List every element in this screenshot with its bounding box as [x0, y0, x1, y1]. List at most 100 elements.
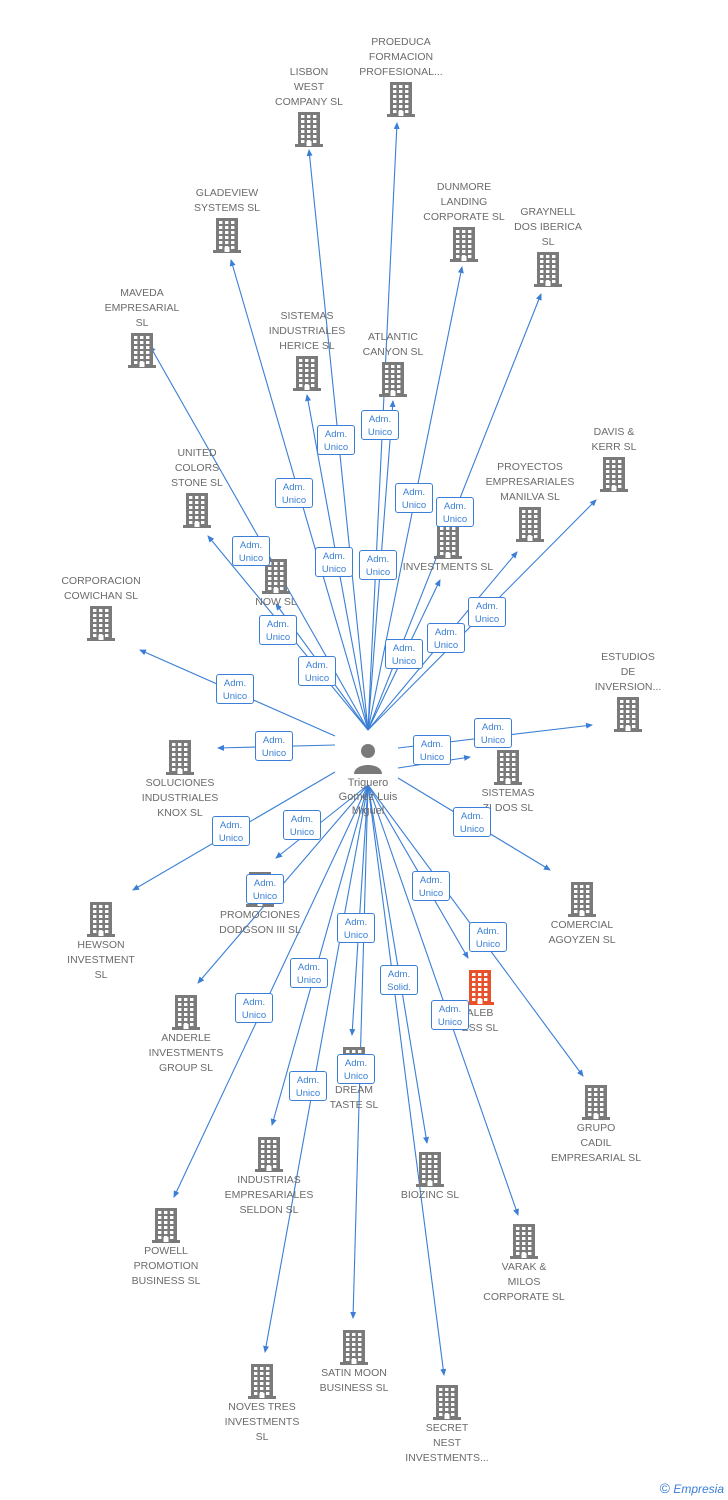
- building-icon: [450, 227, 478, 262]
- company-node-anderle[interactable]: ANDERLE INVESTMENTS GROUP SL: [131, 993, 241, 1076]
- company-node-soluciones[interactable]: SOLUCIONES INDUSTRIALES KNOX SL: [125, 738, 235, 821]
- role-badge[interactable]: Adm.Unico: [469, 922, 507, 952]
- company-node-sistemas-herice[interactable]: SISTEMAS INDUSTRIALES HERICE SL: [252, 309, 362, 392]
- company-node-varak[interactable]: VARAK & MILOS CORPORATE SL: [469, 1222, 579, 1305]
- role-badge[interactable]: Adm.Unico: [468, 597, 506, 627]
- company-label: BIOZINC SL: [400, 1189, 460, 1201]
- footer-brand[interactable]: © Empresia: [660, 1480, 724, 1496]
- building-icon: [433, 1385, 461, 1420]
- role-badge[interactable]: Adm.Unico: [246, 874, 284, 904]
- company-node-investments3[interactable]: INVESTMENTS SL: [393, 522, 503, 575]
- building-icon: [600, 457, 628, 492]
- company-node-hewson[interactable]: HEWSON INVESTMENT SL: [46, 900, 156, 983]
- company-label: VARAK & MILOS CORPORATE SL: [483, 1261, 565, 1303]
- role-badge[interactable]: Adm.Unico: [235, 993, 273, 1023]
- role-badge-line1: Adm.: [387, 969, 411, 980]
- company-node-estudios[interactable]: ESTUDIOS DE INVERSION...: [573, 650, 683, 733]
- role-badge-line2: Unico: [304, 673, 330, 684]
- company-node-dunmore[interactable]: DUNMORE LANDING CORPORATE SL: [409, 180, 519, 263]
- company-node-maveda[interactable]: MAVEDA EMPRESARIAL SL: [87, 286, 197, 369]
- role-badge[interactable]: Adm.Unico: [474, 718, 512, 748]
- company-label: CORPORACION COWICHAN SL: [61, 575, 141, 602]
- role-badge[interactable]: Adm.Unico: [289, 1071, 327, 1101]
- role-badge[interactable]: Adm.Unico: [317, 425, 355, 455]
- role-badge[interactable]: Adm.Unico: [436, 497, 474, 527]
- company-node-biozinc[interactable]: BIOZINC SL: [375, 1150, 485, 1203]
- company-node-comercial[interactable]: COMERCIAL AGOYZEN SL: [527, 880, 637, 948]
- role-badge-line1: Adm.: [242, 997, 266, 1008]
- building-icon: [87, 902, 115, 937]
- company-label: PROMOCIONES DODGSON III SL: [219, 909, 301, 936]
- building-icon: [340, 1330, 368, 1365]
- role-badge[interactable]: Adm.Unico: [413, 735, 451, 765]
- company-node-davis[interactable]: DAVIS & KERR SL: [559, 425, 669, 493]
- role-badge[interactable]: Adm.Unico: [431, 1000, 469, 1030]
- company-label: NOVES TRES INVESTMENTS SL: [224, 1401, 300, 1443]
- company-label: ESTUDIOS DE INVERSION...: [594, 651, 662, 693]
- role-badge[interactable]: Adm.Unico: [275, 478, 313, 508]
- role-badge-line1: Adm.: [419, 875, 443, 886]
- company-node-cowichan[interactable]: CORPORACION COWICHAN SL: [46, 574, 156, 642]
- company-label: GLADEVIEW SYSTEMS SL: [194, 187, 260, 214]
- building-icon: [295, 112, 323, 147]
- role-badge[interactable]: Adm.Unico: [427, 623, 465, 653]
- company-node-atlantic[interactable]: ATLANTIC CANYON SL: [338, 330, 448, 398]
- company-node-sistemas2[interactable]: SISTEMAS ZI DOS SL: [453, 748, 563, 816]
- role-badge[interactable]: Adm. Unico: [412, 871, 450, 901]
- company-node-powell[interactable]: POWELL PROMOTION BUSINESS SL: [111, 1206, 221, 1289]
- role-badge[interactable]: Adm.Unico: [283, 810, 321, 840]
- role-badge[interactable]: Adm.Unico: [361, 410, 399, 440]
- company-node-gladeview[interactable]: GLADEVIEW SYSTEMS SL: [172, 186, 282, 254]
- role-badge-line2: Unico: [261, 748, 287, 759]
- company-node-lisbon[interactable]: LISBON WEST COMPANY SL: [254, 65, 364, 148]
- role-badge[interactable]: Adm.Unico: [337, 1054, 375, 1084]
- company-node-industrias[interactable]: INDUSTRIAS EMPRESARIALES SELDON SL: [214, 1135, 324, 1218]
- building-icon: [248, 1364, 276, 1399]
- role-badge[interactable]: Adm.Unico: [216, 674, 254, 704]
- company-label: GRAYNELL DOS IBERICA SL: [514, 206, 582, 248]
- company-label: DAVIS & KERR SL: [591, 426, 637, 453]
- center-person[interactable]: Triguero Gomez Luis Miguel: [323, 740, 413, 818]
- edge-powell: [173, 784, 369, 1198]
- role-badge[interactable]: Adm.Solid.: [380, 965, 418, 995]
- role-badge-line1: Adm.: [344, 917, 368, 928]
- company-node-grupo[interactable]: GRUPO CADIL EMPRESARIAL SL: [541, 1083, 651, 1166]
- role-badge[interactable]: Adm.Unico: [337, 913, 375, 943]
- role-badge[interactable]: Adm.Unico: [395, 483, 433, 513]
- role-badge[interactable]: Adm.Unico: [255, 731, 293, 761]
- edge-biozinc: [367, 784, 429, 1144]
- role-badge[interactable]: Adm.Unico: [385, 639, 423, 669]
- company-label: ANDERLE INVESTMENTS GROUP SL: [148, 1032, 224, 1074]
- company-node-now[interactable]: NOW SL: [221, 557, 331, 610]
- building-icon: [128, 333, 156, 368]
- role-badge-line2: Unico: [418, 888, 444, 899]
- role-badge-line1: Adm.: [420, 739, 444, 750]
- building-icon: [434, 524, 462, 559]
- company-node-proeduca[interactable]: PROEDUCA FORMACION PROFESIONAL...: [346, 35, 456, 118]
- company-node-graynell[interactable]: GRAYNELL DOS IBERICA SL: [493, 205, 603, 288]
- company-label: DREAM TASTE SL: [329, 1084, 379, 1111]
- center-label: Triguero Gomez Luis Miguel: [338, 777, 398, 817]
- company-node-proyectos[interactable]: PROYECTOS EMPRESARIALES MANILVA SL: [475, 460, 585, 543]
- role-badge-line2: Unico: [442, 514, 468, 525]
- company-node-united[interactable]: UNITED COLORS STONE SL: [142, 446, 252, 529]
- role-badge-line2: Unico: [367, 427, 393, 438]
- role-badge[interactable]: Adm.Unico: [359, 550, 397, 580]
- role-badge[interactable]: Adm.Unico: [315, 547, 353, 577]
- company-node-secret[interactable]: SECRET NEST INVESTMENTS...: [392, 1383, 502, 1466]
- role-badge[interactable]: Adm.Unico: [212, 816, 250, 846]
- role-badge[interactable]: Adm.Unico: [232, 536, 270, 566]
- company-node-noves[interactable]: NOVES TRES INVESTMENTS SL: [207, 1362, 317, 1445]
- role-badge[interactable]: Adm.Unico: [453, 807, 491, 837]
- company-label: ALEB ESS SL: [461, 1007, 499, 1034]
- role-badge[interactable]: Adm.Unico: [290, 958, 328, 988]
- building-icon: [494, 750, 522, 785]
- company-label: POWELL PROMOTION BUSINESS SL: [131, 1245, 201, 1287]
- role-badge[interactable]: Adm.Unico: [298, 656, 336, 686]
- company-node-satin[interactable]: SATIN MOON BUSINESS SL: [299, 1328, 409, 1396]
- company-label: GRUPO CADIL EMPRESARIAL SL: [550, 1122, 642, 1164]
- company-label: SOLUCIONES INDUSTRIALES KNOX SL: [141, 777, 219, 819]
- company-node-caleb[interactable]: ALEB ESS SL: [425, 968, 535, 1036]
- role-badge-line1: Adm.: [282, 482, 306, 493]
- role-badge[interactable]: Adm.Unico: [259, 615, 297, 645]
